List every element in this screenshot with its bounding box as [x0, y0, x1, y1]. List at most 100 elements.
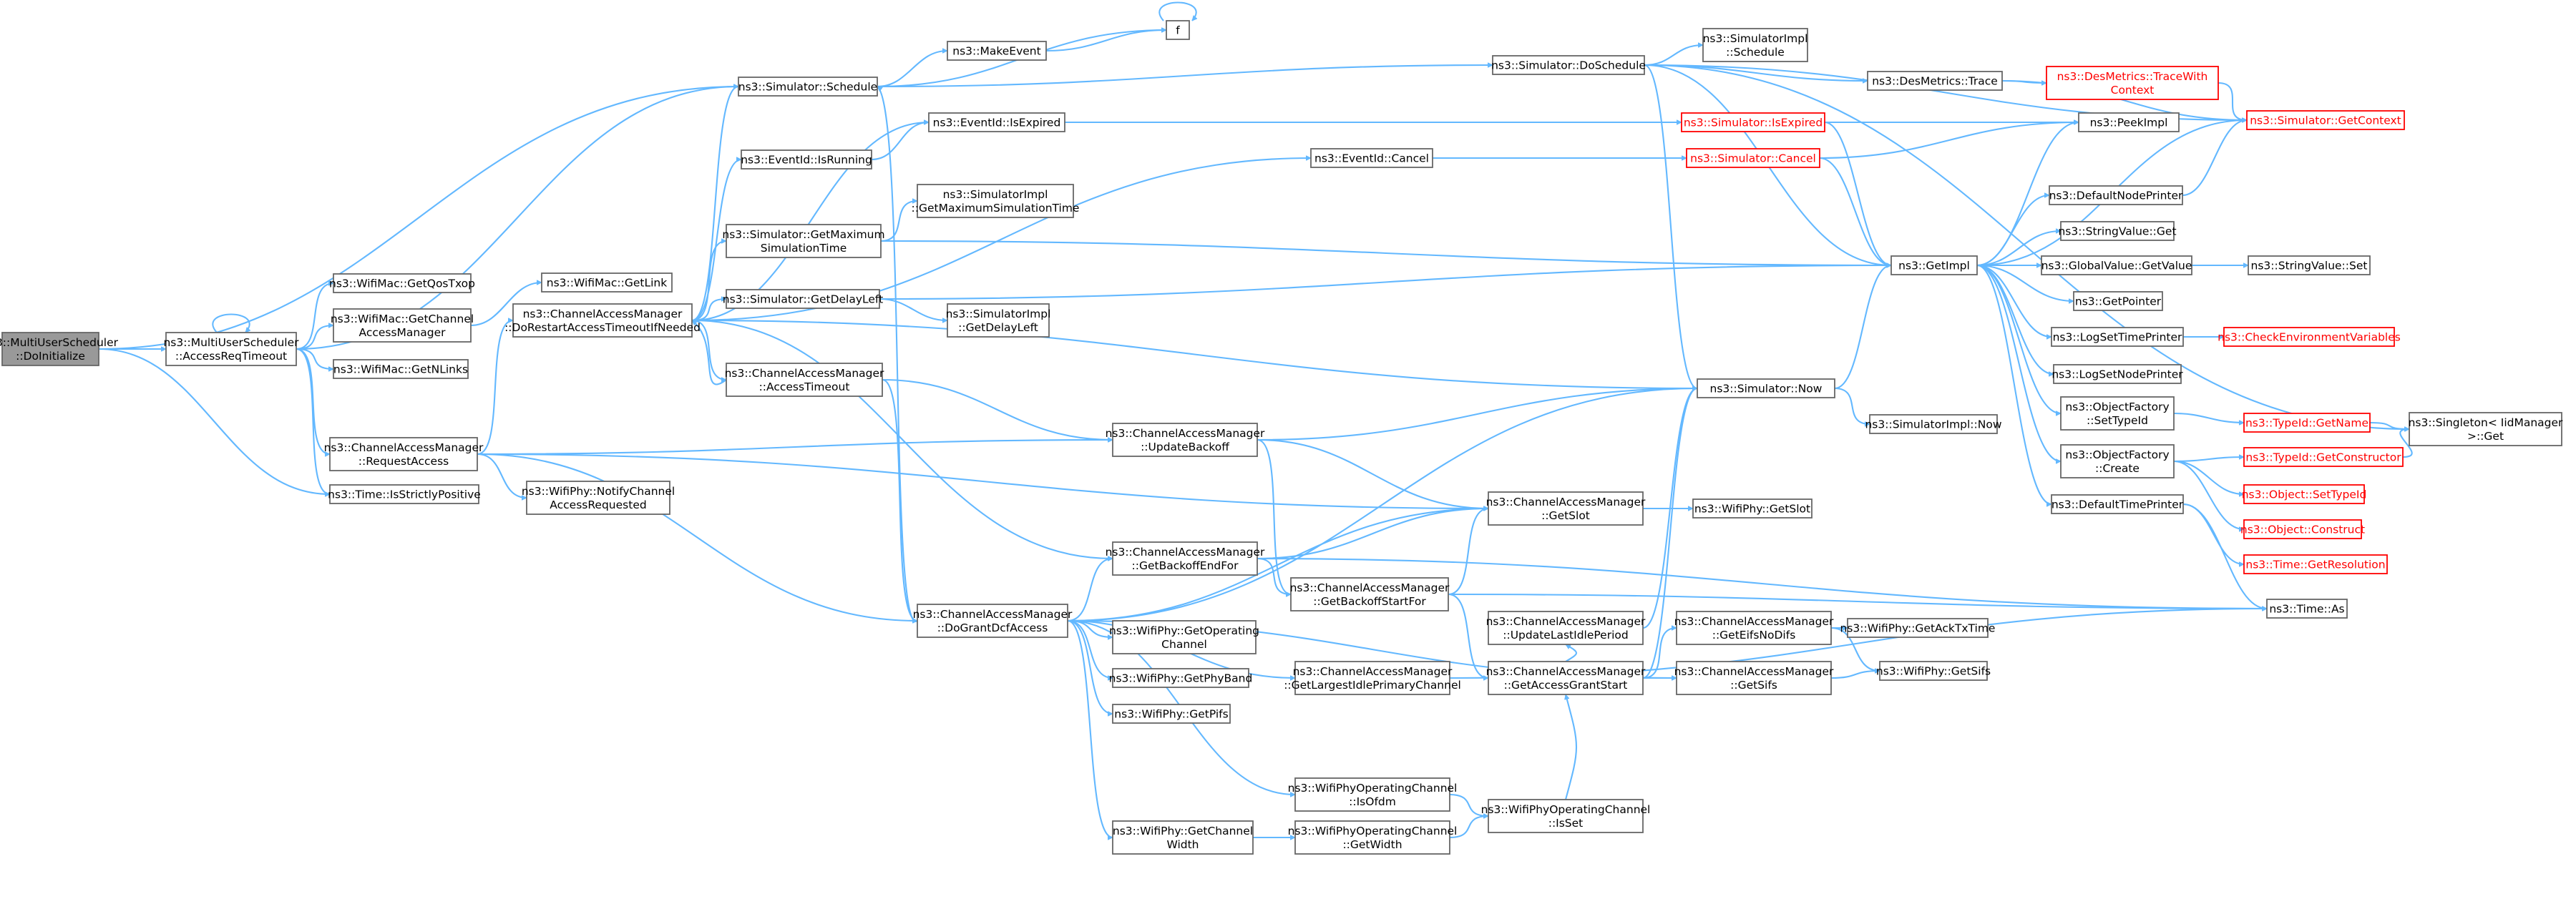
node-backstart[interactable]: ns3::ChannelAccessManager::GetBackoffSta…: [1290, 577, 1450, 611]
node-getmaxsim[interactable]: ns3::Simulator::GetMaximumSimulationTime: [722, 224, 885, 258]
node-isset[interactable]: ns3::WifiPhyOperatingChannel::IsSet: [1481, 799, 1651, 833]
node-grant[interactable]: ns3::ChannelAccessManager::DoGrantDcfAcc…: [913, 604, 1073, 638]
node-getptr[interactable]: ns3::GetPointer: [2073, 291, 2163, 311]
node-defnodep[interactable]: ns3::DefaultNodePrinter: [2049, 185, 2183, 205]
node-evcancel[interactable]: ns3::EventId::Cancel: [1310, 148, 1433, 168]
node-box: [512, 303, 693, 338]
edge-now-to-implnow: [1834, 387, 1870, 424]
node-timeas[interactable]: ns3::Time::As: [2266, 599, 2348, 619]
node-label: ns3::WifiPhy::GetPifs: [1114, 708, 1228, 721]
node-largest[interactable]: ns3::ChannelAccessManager::GetLargestIdl…: [1284, 661, 1461, 695]
node-box: [526, 481, 670, 515]
node-label: ::GetSifs: [1730, 679, 1777, 692]
node-isexp[interactable]: ns3::EventId::IsExpired: [928, 112, 1065, 132]
node-label: ns3::SimulatorImpl::Now: [1865, 418, 2001, 431]
node-deftp[interactable]: ns3::DefaultTimePrinter: [2051, 494, 2184, 514]
node-ar[interactable]: ns3::MultiUserScheduler::AccessReqTimeou…: [163, 332, 299, 366]
node-getdelay[interactable]: ns3::Simulator::GetDelayLeft: [723, 289, 883, 309]
node-strset[interactable]: ns3::StringValue::Set: [2248, 255, 2371, 275]
node-label: ::DoInitialize: [16, 350, 85, 363]
node-acktx[interactable]: ns3::WifiPhy::GetAckTxTime: [1840, 618, 1996, 638]
node-tidctor[interactable]: ns3::TypeId::GetConstructor: [2243, 447, 2404, 467]
node-peek[interactable]: ns3::PeekImpl: [2078, 112, 2180, 132]
node-strget[interactable]: ns3::StringValue::Get: [2058, 221, 2177, 241]
node-dosched[interactable]: ns3::Simulator::DoSchedule: [1491, 55, 1646, 75]
node-implgetmax[interactable]: ns3::SimulatorImpl::GetMaximumSimulation…: [912, 184, 1080, 218]
node-simisexp[interactable]: ns3::Simulator::IsExpired: [1681, 112, 1825, 132]
node-logset[interactable]: ns3::LogSetTimePrinter: [2051, 327, 2184, 347]
node-simimpl-sched[interactable]: ns3::SimulatorImpl::Schedule: [1702, 28, 1808, 62]
node-notify[interactable]: ns3::WifiPhy::NotifyChannelAccessRequest…: [522, 481, 675, 515]
node-getsifs[interactable]: ns3::ChannelAccessManager::GetSifs: [1674, 661, 1834, 695]
node-getimpl[interactable]: ns3::GetImpl: [1890, 255, 1978, 275]
node-label: ns3::ChannelAccessManager: [1290, 581, 1450, 594]
node-box: [947, 303, 1050, 338]
node-root[interactable]: ns3::MultiUserScheduler::DoInitialize: [0, 332, 119, 366]
node-objcons[interactable]: ns3::Object::Construct: [2240, 519, 2365, 539]
node-label: f: [1176, 24, 1180, 37]
node-box: [928, 112, 1065, 132]
node-isofdm[interactable]: ns3::WifiPhyOperatingChannel::IsOfdm: [1288, 777, 1458, 812]
node-sched[interactable]: ns3::Simulator::Schedule: [738, 77, 878, 97]
node-box: [947, 41, 1047, 61]
node-getslot[interactable]: ns3::ChannelAccessManager::GetSlot: [1486, 491, 1646, 526]
node-label: ns3::ObjectFactory: [2065, 448, 2169, 461]
node-ofcreate[interactable]: ns3::ObjectFactory::Create: [2060, 444, 2175, 478]
node-label: ns3::EventId::IsExpired: [933, 117, 1061, 129]
node-updback[interactable]: ns3::ChannelAccessManager::UpdateBackoff: [1106, 423, 1265, 457]
node-timeres[interactable]: ns3::Time::GetResolution: [2243, 554, 2388, 574]
node-simcancel[interactable]: ns3::Simulator::Cancel: [1686, 148, 1820, 168]
node-globget[interactable]: ns3::GlobalValue::GetValue: [2041, 255, 2192, 275]
node-dorestart[interactable]: ns3::ChannelAccessManager::DoRestartAcce…: [504, 303, 701, 338]
node-label: ns3::DesMetrics::Trace: [1872, 75, 1998, 88]
node-box: [2246, 110, 2405, 130]
node-getband[interactable]: ns3::WifiPhy::GetPhyBand: [1109, 668, 1253, 688]
node-reqacc[interactable]: ns3::ChannelAccessManager::RequestAccess: [324, 437, 484, 471]
node-checkenv[interactable]: ns3::CheckEnvironmentVariables: [2218, 327, 2401, 347]
node-box: [726, 289, 880, 309]
edge-getimpl-to-logset: [1976, 264, 2052, 337]
node-implnow[interactable]: ns3::SimulatorImpl::Now: [1865, 414, 2002, 434]
node-updidle[interactable]: ns3::ChannelAccessManager::UpdateLastIdl…: [1486, 611, 1646, 645]
node-opw[interactable]: ns3::WifiPhyOperatingChannel::GetWidth: [1288, 820, 1458, 855]
node-box: [726, 224, 882, 258]
node-tidname[interactable]: ns3::TypeId::GetName: [2243, 413, 2371, 433]
node-singleton[interactable]: ns3::Singleton< IidManager>::Get: [2409, 412, 2563, 446]
node-lognode[interactable]: ns3::LogSetNodePrinter: [2051, 364, 2183, 384]
node-eifs[interactable]: ns3::ChannelAccessManager::GetEifsNoDifs: [1674, 611, 1834, 645]
node-getlink[interactable]: ns3::WifiMac::GetLink: [541, 272, 673, 293]
node-qos[interactable]: ns3::WifiMac::GetQosTxop: [329, 273, 475, 293]
node-physifs[interactable]: ns3::WifiPhy::GetSifs: [1876, 661, 1991, 681]
node-nlinks[interactable]: ns3::WifiMac::GetNLinks: [333, 359, 469, 379]
node-label: AccessManager: [358, 326, 446, 339]
node-mkev[interactable]: ns3::MakeEvent: [947, 41, 1047, 61]
node-ofset[interactable]: ns3::ObjectFactory::SetTypeId: [2060, 396, 2175, 431]
node-objset[interactable]: ns3::Object::SetTypeId: [2242, 484, 2367, 504]
node-f[interactable]: f: [1166, 20, 1190, 40]
node-now[interactable]: ns3::Simulator::Now: [1697, 378, 1835, 398]
node-strict[interactable]: ns3::Time::IsStrictlyPositive: [328, 484, 481, 504]
edge-isrun-to-isexp: [871, 122, 929, 161]
node-getctx[interactable]: ns3::Simulator::GetContext: [2246, 110, 2405, 130]
edge-grant-to-getslot: [1067, 509, 1488, 622]
node-backend[interactable]: ns3::ChannelAccessManager::GetBackoffEnd…: [1106, 541, 1265, 576]
node-box: [333, 359, 469, 379]
node-physlot[interactable]: ns3::WifiPhy::GetSlot: [1692, 498, 1813, 519]
node-box: [2409, 412, 2562, 446]
edge-ofcreate-to-objset: [2173, 460, 2244, 494]
node-getpifs[interactable]: ns3::WifiPhy::GetPifs: [1112, 704, 1231, 724]
nodes-layer: ns3::MultiUserScheduler::DoInitializens3…: [0, 20, 2563, 855]
node-label: ns3::StringValue::Get: [2058, 225, 2176, 238]
node-accgrant[interactable]: ns3::ChannelAccessManager::GetAccessGran…: [1486, 661, 1646, 695]
node-isrun[interactable]: ns3::EventId::IsRunning: [741, 149, 872, 170]
node-acctimeout[interactable]: ns3::ChannelAccessManager::AccessTimeout: [725, 363, 884, 397]
node-desm[interactable]: ns3::DesMetrics::Trace: [1867, 71, 2003, 91]
node-implgetdelay[interactable]: ns3::SimulatorImpl::GetDelayLeft: [946, 303, 1051, 338]
node-label: ns3::SimulatorImpl: [946, 308, 1051, 320]
node-label: ns3::EventId::Cancel: [1314, 152, 1429, 165]
node-box: [2060, 444, 2175, 478]
